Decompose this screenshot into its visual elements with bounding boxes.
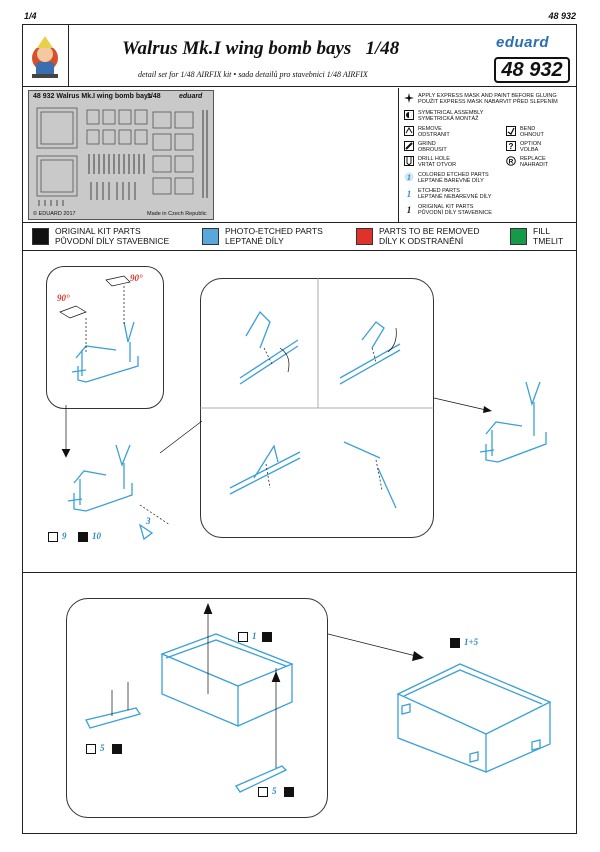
colored-etched-icon: 1: [404, 172, 414, 182]
symmetrical-icon: [78, 532, 88, 542]
svg-text:1: 1: [407, 189, 412, 198]
etched-icon: 1: [407, 189, 412, 198]
symmetrical-icon: [404, 110, 414, 120]
step1-arrow: [434, 397, 492, 413]
color-key-original-label: ORIGINAL KIT PARTS PŮVODNÍ DÍLY STAVEBNI…: [55, 226, 170, 246]
svg-text:?: ?: [509, 142, 514, 151]
divider: [22, 222, 577, 223]
fret-made-in: Made in Czech Republic: [147, 211, 207, 217]
legend-divider: [398, 88, 399, 222]
legend-option: ? OPTION VOLBA: [506, 141, 576, 153]
svg-text:R: R: [509, 159, 514, 166]
eduard-mascot-icon: [32, 36, 58, 78]
symmetrical-icon: [450, 638, 460, 648]
symmetrical-icon: [262, 632, 272, 642]
color-swatch-original: [32, 228, 49, 245]
drill-icon: [404, 156, 414, 166]
step2-arrow: [328, 633, 424, 661]
step2-result-drawing: [396, 663, 552, 773]
remove-icon: [404, 126, 414, 136]
legend-symmetrical: SYMETRICAL ASSEMBLY SYMETRICKÁ MONTÁŽ: [404, 110, 576, 122]
part-number-1: 1: [252, 631, 257, 641]
color-swatch-fill: [510, 228, 527, 245]
color-swatch-photo-etched: [202, 228, 219, 245]
product-code-box: 48 932: [494, 57, 570, 83]
page-code: 48 932: [548, 11, 576, 21]
step1-detail-box: [46, 266, 164, 409]
step1-assembly-drawing: [61, 405, 203, 541]
part-number-5-left: 5: [100, 743, 105, 753]
fret-parts-drawing: [36, 107, 208, 206]
svg-text:1: 1: [407, 205, 412, 214]
legend-replace: R REPLACE NAHRADIT: [506, 156, 576, 168]
mascot-box: [22, 24, 69, 86]
legend-grind: GRIND OBROUSIT: [404, 141, 502, 153]
fret-copyright: © EDUARD 2017: [33, 211, 76, 217]
color-key-fill-label: FILL TMELIT: [533, 226, 564, 246]
eduard-logo: eduard: [496, 34, 550, 51]
angle-label-left: 90°: [57, 293, 70, 303]
part-number-10: 10: [92, 531, 101, 541]
part-number-3: 3: [146, 516, 151, 526]
bend-icon: [86, 744, 96, 754]
page-subtitle: detail set for 1/48 AIRFIX kit • sada de…: [138, 70, 368, 79]
angle-label-right: 90°: [130, 273, 143, 283]
svg-text:1: 1: [407, 173, 411, 182]
color-key-photo-etched-label: PHOTO-ETCHED PARTS LEPTANÉ DÍLY: [225, 226, 323, 246]
bend-icon: [48, 532, 58, 542]
legend-express-mask: APPLY EXPRESS MASK AND PAINT BEFORE GLUI…: [404, 93, 576, 105]
bend-icon: [506, 126, 516, 136]
step1-zoom-drawing: [200, 278, 434, 509]
divider: [22, 572, 577, 573]
grind-icon: [404, 141, 414, 151]
part-number-5-bottom: 5: [272, 786, 277, 796]
bend-icon: [238, 632, 248, 642]
bend-icon: [258, 787, 268, 797]
symmetrical-icon: [284, 787, 294, 797]
step1-result-drawing: [479, 381, 547, 463]
divider: [22, 250, 577, 251]
legend-original: 1 ORIGINAL KIT PARTS PŮVODNÍ DÍLY STAVEB…: [404, 204, 576, 216]
part-number-1-5: 1+5: [464, 637, 479, 647]
replace-icon: R: [506, 156, 516, 166]
step1-detail-drawing: [59, 275, 139, 383]
symmetrical-icon: [112, 744, 122, 754]
step2-box: [66, 598, 328, 818]
fret-title: 48 932 Walrus Mk.I wing bomb bays: [33, 93, 152, 100]
color-swatch-remove: [356, 228, 373, 245]
photo-etched-fret: 48 932 Walrus Mk.I wing bomb bays 1/48 e…: [28, 90, 214, 220]
color-key-remove-label: PARTS TO BE REMOVED DÍLY K ODSTRANĚNÍ: [379, 226, 480, 246]
legend-remove: REMOVE ODSTRANIT: [404, 126, 502, 138]
option-icon: ?: [506, 141, 516, 151]
original-icon: 1: [407, 205, 412, 214]
divider: [22, 86, 577, 87]
step2-drawing: [85, 603, 294, 793]
fret-brand: eduard: [179, 93, 203, 100]
legend-etched: 1 ETCHED PARTS LEPTANÉ NEBAREVNÉ DÍLY: [404, 188, 576, 200]
express-mask-icon: [404, 93, 414, 103]
page-frame: [22, 24, 577, 834]
legend-bend: BEND OHNOUT: [506, 126, 576, 138]
part-number-9: 9: [62, 531, 67, 541]
page-title: Walrus Mk.I wing bomb bays 1/48: [122, 38, 400, 59]
fret-scale: 1/48: [147, 93, 161, 100]
legend-drill: DRILL HOLE VRTAT OTVOR: [404, 156, 502, 168]
legend-colored-etched: 1 COLORED ETCHED PARTS LEPTANÉ BAREVNÉ D…: [404, 172, 576, 184]
page-number: 1/4: [24, 11, 37, 21]
